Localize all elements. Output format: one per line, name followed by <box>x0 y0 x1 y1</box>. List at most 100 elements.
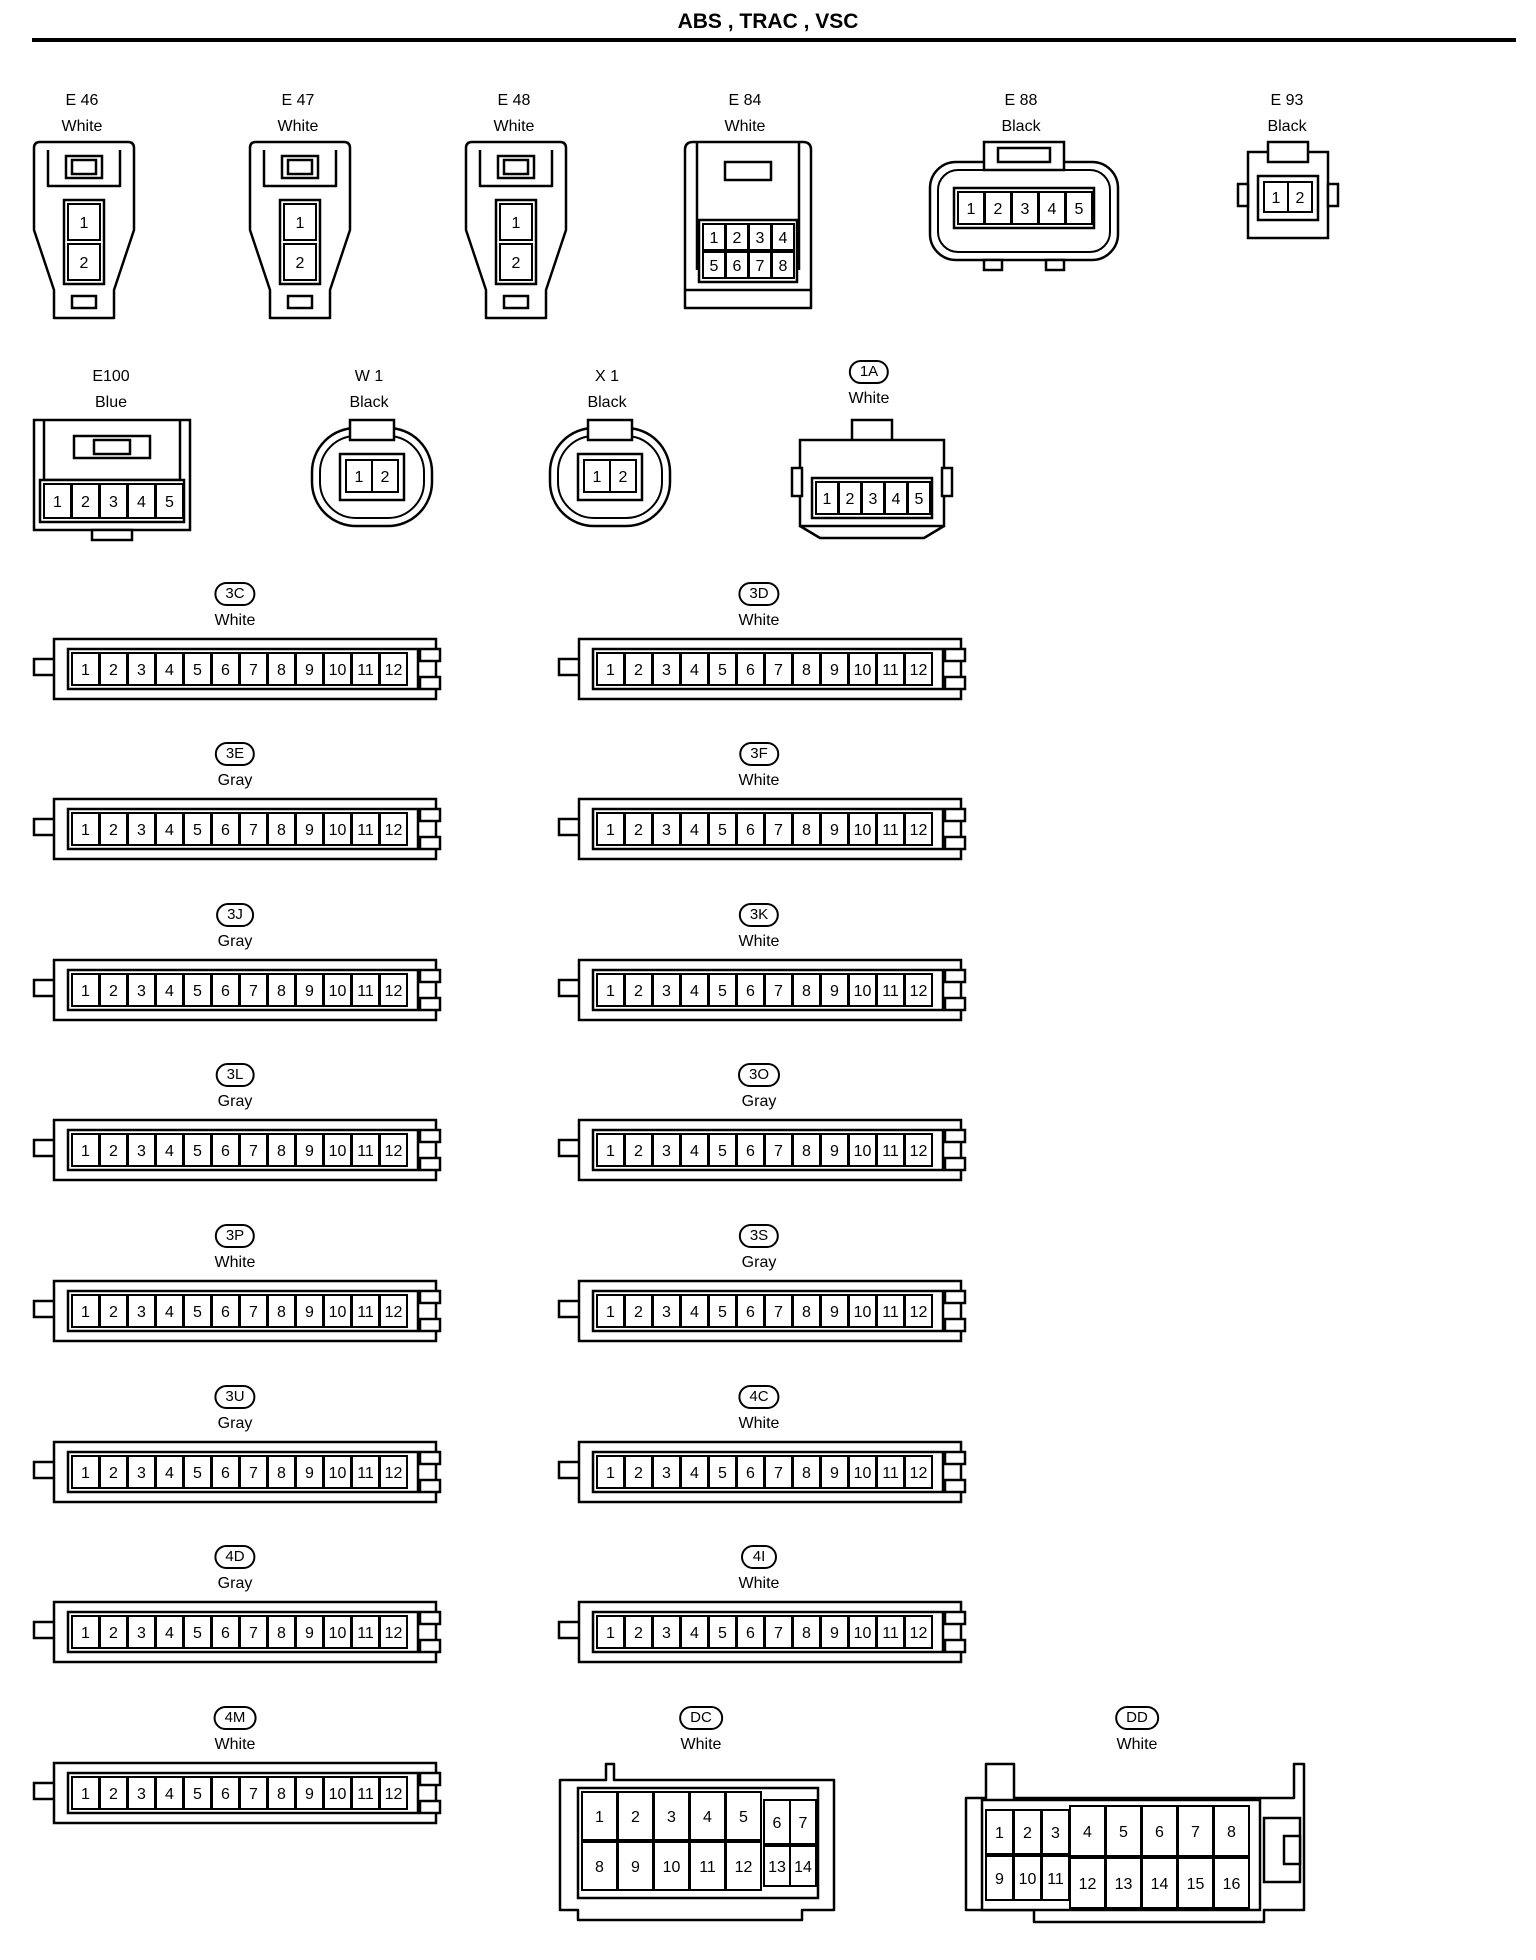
pin-number: 11 <box>882 983 899 1000</box>
housing-outline <box>46 150 122 188</box>
pin-number: 2 <box>109 1465 118 1482</box>
pin-number: 5 <box>193 1143 202 1160</box>
pin-number: 1 <box>595 1809 604 1826</box>
pin-number: 12 <box>385 662 403 679</box>
pin-number: 4 <box>690 1465 699 1482</box>
pin-number: 1 <box>1272 190 1281 207</box>
pin-number: 5 <box>718 1304 727 1321</box>
pin-number: 5 <box>718 662 727 679</box>
pin-number: 3 <box>137 1786 146 1803</box>
pin-number: 9 <box>305 1304 314 1321</box>
end-tab <box>418 1156 442 1172</box>
pin-number: 10 <box>329 1625 347 1642</box>
connector-id: X 1 <box>594 368 620 385</box>
pin-cell <box>848 812 877 846</box>
pin-number: 6 <box>221 662 230 679</box>
housing-outline <box>262 150 338 188</box>
end-tab <box>943 1610 967 1626</box>
latch <box>586 418 634 442</box>
pin-number: 1 <box>296 215 305 232</box>
pin-number: 10 <box>854 1304 872 1321</box>
pin-number: 6 <box>221 1304 230 1321</box>
pin-number: 4 <box>165 1625 174 1642</box>
pin-number: 9 <box>830 1304 839 1321</box>
pin-number: 12 <box>910 1625 928 1642</box>
pin-number: 1 <box>81 983 90 1000</box>
connector-color: Black <box>349 394 389 411</box>
pin-cell <box>267 1615 296 1649</box>
pin-cell <box>1013 1809 1042 1855</box>
pin-number: 6 <box>221 822 230 839</box>
pin-number: 3 <box>662 1304 671 1321</box>
pin-number: 10 <box>329 1465 347 1482</box>
pin-number: 2 <box>109 1786 118 1803</box>
pin-number: 3 <box>137 822 146 839</box>
pin-number: 7 <box>756 258 765 275</box>
pin-cell <box>907 481 931 515</box>
housing-outline <box>799 524 945 540</box>
pin-number: 8 <box>277 1143 286 1160</box>
pin-number: 12 <box>385 983 403 1000</box>
latch-window <box>502 158 530 176</box>
pin-number: 9 <box>305 822 314 839</box>
end-tab <box>418 647 442 663</box>
pin-number: 5 <box>193 1304 202 1321</box>
pin-number: 12 <box>385 1143 403 1160</box>
pin-cell <box>155 1133 184 1167</box>
pin-cell <box>127 483 156 519</box>
foot <box>90 528 134 542</box>
pin-cell <box>323 812 352 846</box>
pin-cell <box>99 973 128 1007</box>
pin-number: 11 <box>882 822 899 839</box>
pin-cell <box>624 1133 653 1167</box>
pin-cell <box>792 973 821 1007</box>
connector-id: E100 <box>92 368 130 385</box>
pin-number: 12 <box>385 822 403 839</box>
pin-number: 2 <box>109 1143 118 1160</box>
pin-number: 8 <box>802 1143 811 1160</box>
connector-id-badge: 4I <box>741 1545 777 1569</box>
pin-number: 7 <box>1191 1824 1200 1841</box>
pin-cell <box>876 1615 905 1649</box>
pin-cell <box>323 973 352 1007</box>
pin-number: 3 <box>662 983 671 1000</box>
pin-number: 2 <box>994 201 1003 218</box>
pin-cell <box>267 652 296 686</box>
pin-cell <box>71 812 100 846</box>
pin-cell <box>736 973 765 1007</box>
end-tab <box>943 996 967 1012</box>
pin-cell <box>379 973 408 1007</box>
pin-number: 8 <box>802 1465 811 1482</box>
housing-outline <box>558 1762 836 1922</box>
pin-number: 3 <box>662 1465 671 1482</box>
pin-cell <box>764 1133 793 1167</box>
pin-cell <box>99 652 128 686</box>
connector-color: White <box>738 1415 780 1432</box>
pin-number: 7 <box>249 1143 258 1160</box>
pin-number: 10 <box>854 1143 872 1160</box>
pin-number: 5 <box>193 822 202 839</box>
pin-number: 4 <box>165 983 174 1000</box>
pin-cell <box>624 652 653 686</box>
end-tab <box>418 835 442 851</box>
end-tab <box>418 1771 442 1787</box>
pin-number: 4 <box>165 1304 174 1321</box>
pin-number: 8 <box>802 1304 811 1321</box>
pin-cell <box>67 243 101 281</box>
pin-number: 1 <box>606 1625 615 1642</box>
pin-number: 2 <box>109 983 118 1000</box>
pin-cell <box>820 973 849 1007</box>
pin-cell <box>1041 1855 1070 1901</box>
pin-number: 1 <box>53 494 62 511</box>
pin-cell <box>1105 1857 1142 1909</box>
pin-number: 8 <box>802 983 811 1000</box>
pin-number: 5 <box>718 1625 727 1642</box>
connector-color: Black <box>1001 118 1041 135</box>
end-tab <box>418 968 442 984</box>
connector-color: White <box>214 612 256 629</box>
pin-cell <box>596 1294 625 1328</box>
pin-cell <box>323 1455 352 1489</box>
pin-number: 12 <box>910 1304 928 1321</box>
